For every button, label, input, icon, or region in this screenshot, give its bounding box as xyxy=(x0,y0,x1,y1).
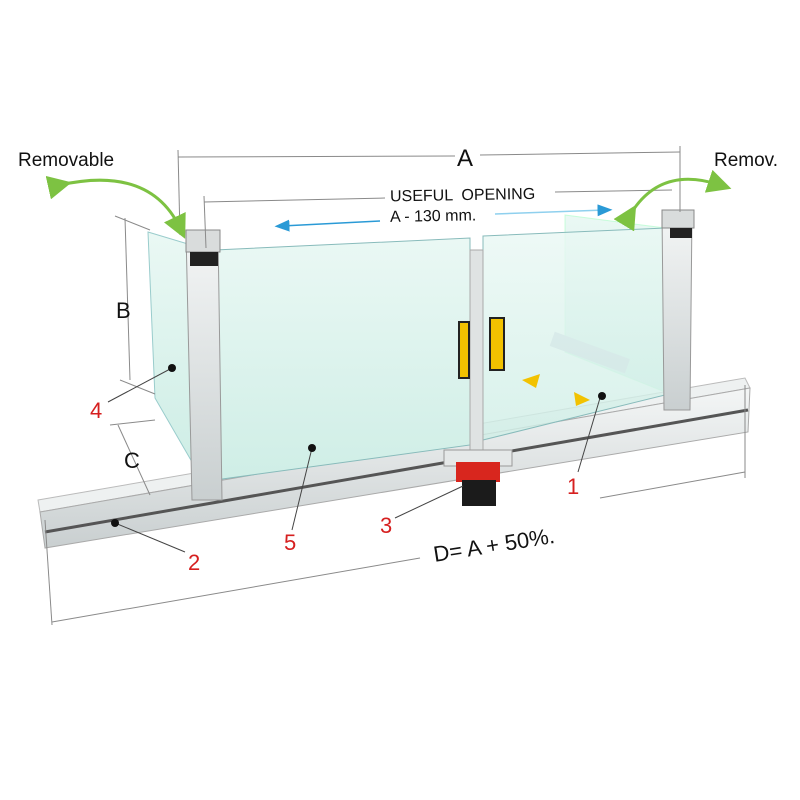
right-post-cap-black xyxy=(670,228,692,238)
callout-4: 4 xyxy=(90,398,102,423)
left-post xyxy=(185,231,223,501)
right-post xyxy=(661,211,693,411)
glass-panel-5 xyxy=(214,237,471,481)
dimension-a-label: A xyxy=(457,145,473,172)
safety-lock-head xyxy=(456,462,500,482)
arrow-blue-right xyxy=(494,204,613,217)
handle-right[interactable] xyxy=(489,317,505,371)
dimension-d xyxy=(44,385,746,626)
right-post-cap xyxy=(661,209,695,229)
callout-leaders xyxy=(107,364,606,553)
callout-2: 2 xyxy=(188,550,200,575)
left-post-cap-black xyxy=(190,252,218,266)
removable-left-label: Removable xyxy=(18,150,114,171)
left-post-cap xyxy=(185,229,221,253)
slide-arrow-left-icon xyxy=(522,374,540,388)
dimension-b-label: B xyxy=(116,298,131,323)
arrow-blue-left xyxy=(274,219,381,232)
safety-lock-body xyxy=(462,480,496,506)
dimension-c xyxy=(109,419,156,496)
removable-arrow-left-icon xyxy=(45,175,186,239)
rail-slot xyxy=(44,408,749,534)
center-post xyxy=(469,249,484,451)
slide-arrow-right-icon xyxy=(574,392,590,406)
callout-3: 3 xyxy=(380,513,392,538)
removable-right-label: Remov. xyxy=(714,150,778,171)
handle-left[interactable] xyxy=(458,321,470,379)
dimension-useful-opening xyxy=(203,189,673,249)
dimension-d-label: D= A + 50%. xyxy=(432,523,557,567)
useful-opening-label: USEFUL OPENING xyxy=(390,186,535,206)
side-panel-left xyxy=(147,231,193,464)
callout-5: 5 xyxy=(284,530,296,555)
useful-opening-value: A - 130 mm. xyxy=(390,207,477,226)
callout-1: 1 xyxy=(567,474,579,499)
removable-arrow-right-icon xyxy=(613,169,732,232)
dimension-c-label: C xyxy=(124,448,140,473)
